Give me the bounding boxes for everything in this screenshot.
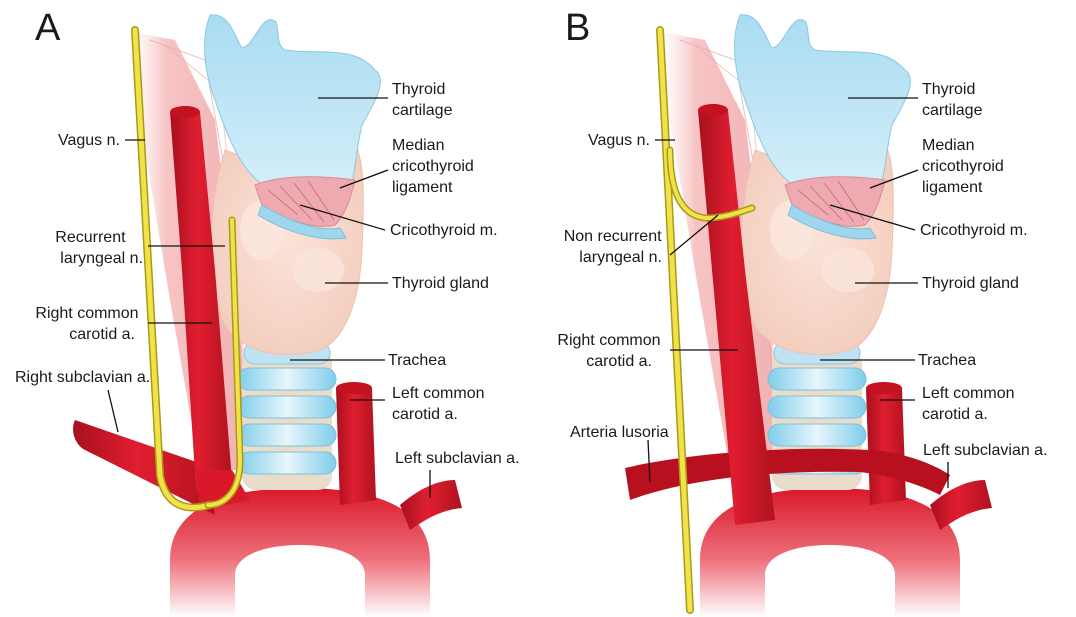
label-right-subclavian: Right subclavian a. [15,369,150,386]
label-thyroid-gland: Thyroid gland [392,275,489,292]
label-right-common-carotid: Right common carotid a. [557,332,665,370]
label-recurrent-laryngeal: Recurrent laryngeal n. [55,229,143,267]
label-trachea: Trachea [388,352,446,369]
leader-line [108,390,118,432]
label-non-recurrent-laryngeal: Non recurrent laryngeal n. [564,228,666,266]
panel-a: A Thyroid cartilage Median cricothyroid … [15,7,520,617]
label-right-common-carotid: Right common carotid a. [35,305,143,343]
panel-letter-b: B [565,7,590,49]
label-left-common-carotid: Left common carotid a. [922,385,1019,423]
label-trachea: Trachea [918,352,976,369]
label-left-subclavian: Left subclavian a. [395,450,520,467]
label-cricothyroid-muscle: Cricothyroid m. [920,222,1028,239]
panel-letter-a: A [35,7,61,49]
label-vagus: Vagus n. [58,132,120,149]
label-median-cricothyroid-ligament: Median cricothyroid ligament [392,137,478,196]
label-thyroid-cartilage: Thyroid cartilage [922,81,983,119]
label-thyroid-gland: Thyroid gland [922,275,1019,292]
label-left-subclavian: Left subclavian a. [923,442,1048,459]
label-left-common-carotid: Left common carotid a. [392,385,489,423]
panel-b: B Thyroid cartilage Median cricothyroid … [557,7,1047,617]
label-thyroid-cartilage: Thyroid cartilage [392,81,453,119]
label-vagus: Vagus n. [588,132,650,149]
label-arteria-lusoria: Arteria lusoria [570,424,669,441]
label-cricothyroid-muscle: Cricothyroid m. [390,222,498,239]
label-median-cricothyroid-ligament: Median cricothyroid ligament [922,137,1008,196]
